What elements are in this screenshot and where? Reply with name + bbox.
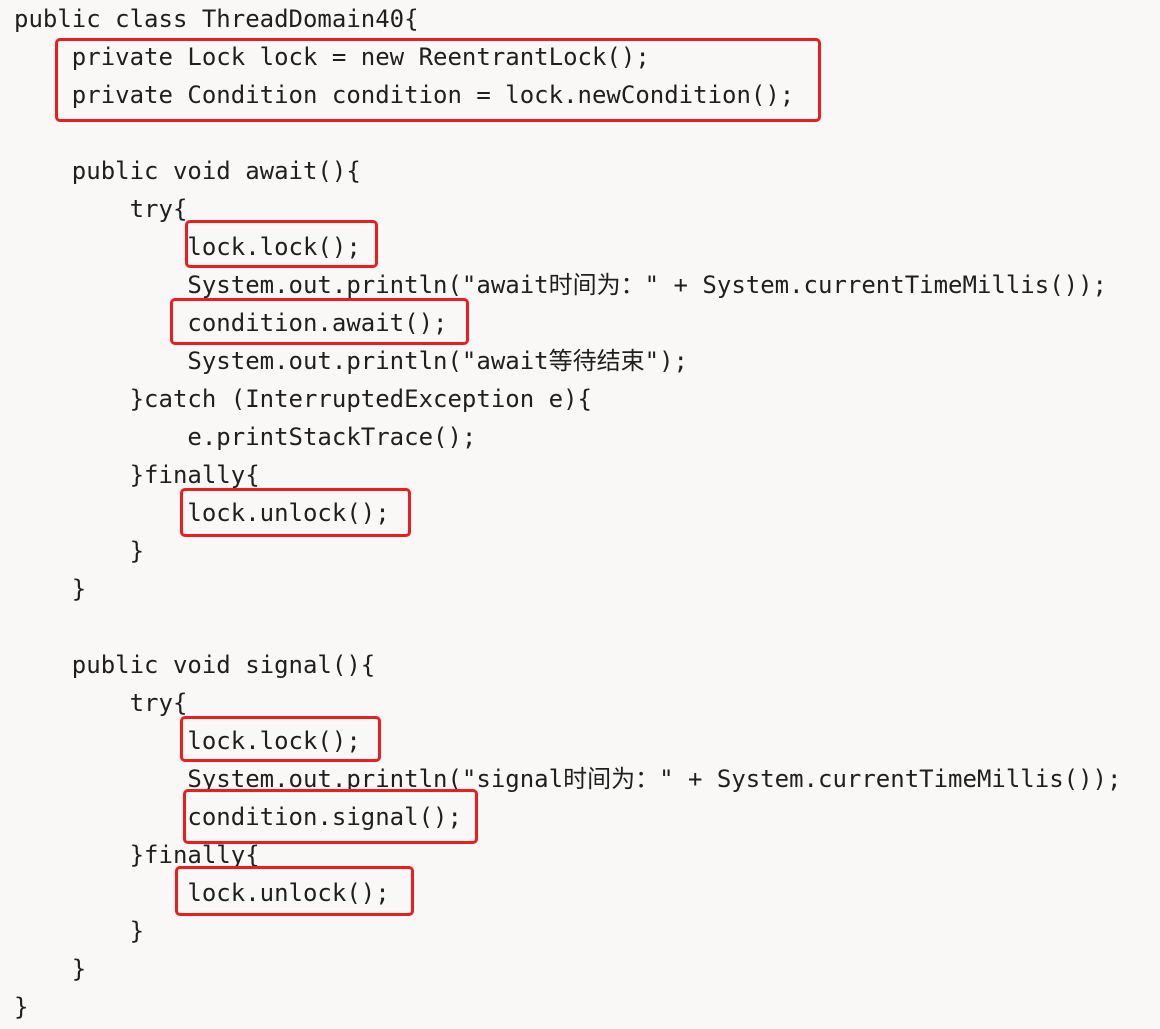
code-line: private Condition condition = lock.newCo… [14,81,795,109]
code-line: lock.unlock(); [14,879,390,907]
code-line: private Lock lock = new ReentrantLock(); [14,43,650,71]
code-line: public void await(){ [14,157,361,185]
code-line: } [14,537,145,565]
code-line: }finally{ [14,841,260,869]
code-line: condition.signal(); [14,803,462,831]
code-line: condition.await(); [14,309,448,337]
code-line: }catch (InterruptedException e){ [14,385,592,413]
code-line: lock.lock(); [14,233,361,261]
code-line: } [14,917,145,945]
code-line: public class ThreadDomain40{ [14,5,419,33]
code-line: try{ [14,689,188,717]
code-line: e.printStackTrace(); [14,423,477,451]
code-line: } [14,575,87,603]
code-line: System.out.println("await时间为：" + System.… [14,271,1107,299]
code-line: }finally{ [14,461,260,489]
code-line: lock.unlock(); [14,499,390,527]
code-line: public void signal(){ [14,651,376,679]
code-line: lock.lock(); [14,727,361,755]
code-line: System.out.println("await等待结束"); [14,347,688,375]
code-line: System.out.println("signal时间为：" + System… [14,765,1122,793]
code-line: try{ [14,195,188,223]
code-line: } [14,955,87,983]
code-line: } [14,993,29,1021]
